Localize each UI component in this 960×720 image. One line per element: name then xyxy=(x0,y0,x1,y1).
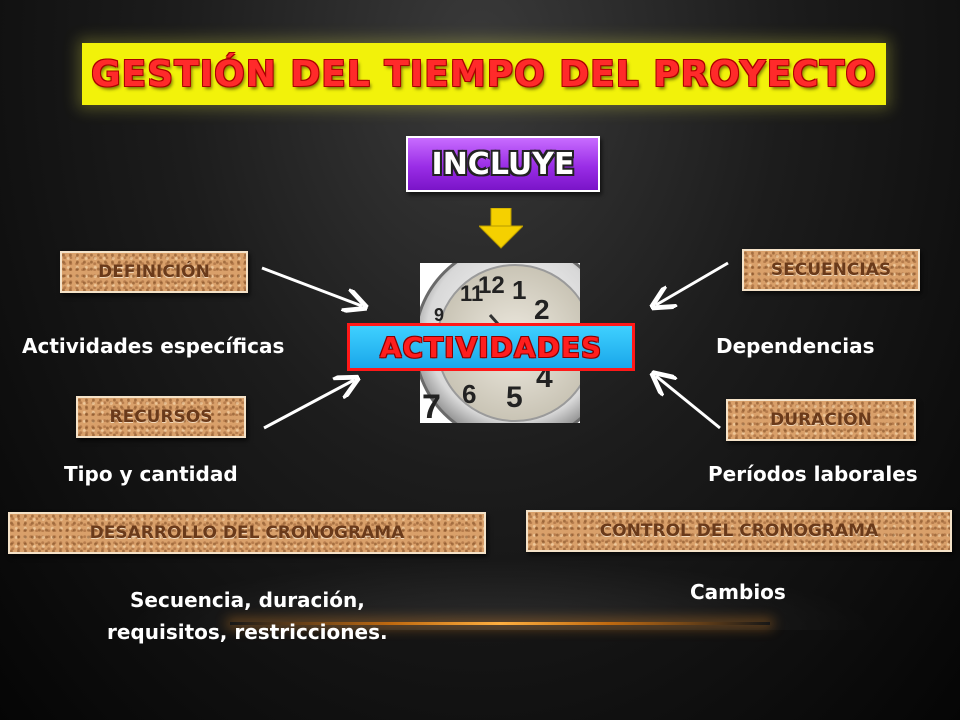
control-label: CONTROL DEL CRONOGRAMA xyxy=(599,521,879,541)
recursos-label: RECURSOS xyxy=(109,407,213,427)
secuencias-description: Dependencias xyxy=(716,334,875,358)
bottom-glow xyxy=(120,560,880,630)
activities-label: ACTIVIDADES xyxy=(379,330,603,364)
secuencias-box: SECUENCIAS xyxy=(742,249,920,291)
duracion-box: DURACIÓN xyxy=(726,399,916,441)
definicion-box: DEFINICIÓN xyxy=(60,251,248,293)
title-banner: GESTIÓN DEL TIEMPO DEL PROYECTO xyxy=(82,43,886,105)
control-description: Cambios xyxy=(690,580,786,604)
desarrollo-description-line1: Secuencia, duración, xyxy=(130,588,365,612)
recursos-box: RECURSOS xyxy=(76,396,246,438)
duracion-label: DURACIÓN xyxy=(770,410,872,430)
duracion-description: Períodos laborales xyxy=(708,462,918,486)
clock-number: 7 xyxy=(422,388,441,423)
clock-number: 6 xyxy=(462,379,476,409)
clock-number: 2 xyxy=(534,294,550,325)
desarrollo-box: DESARROLLO DEL CRONOGRAMA xyxy=(8,512,486,554)
page-title: GESTIÓN DEL TIEMPO DEL PROYECTO xyxy=(91,53,877,95)
arrow-icon xyxy=(656,261,729,305)
secuencias-label: SECUENCIAS xyxy=(770,260,892,280)
arrow-icon xyxy=(656,376,721,430)
clock-number: 1 xyxy=(512,275,526,305)
definicion-description: Actividades específicas xyxy=(22,334,285,358)
incluye-label: INCLUYE xyxy=(431,146,575,182)
arrow-icon xyxy=(261,266,362,306)
clock-number: 12 xyxy=(478,272,505,299)
clock-number: 9 xyxy=(434,305,444,325)
arrow-icon xyxy=(263,380,354,430)
bottom-accent-line xyxy=(230,622,770,625)
incluye-box: INCLUYE xyxy=(406,136,600,192)
down-arrow-icon xyxy=(479,208,523,249)
control-box: CONTROL DEL CRONOGRAMA xyxy=(526,510,952,552)
definicion-label: DEFINICIÓN xyxy=(98,262,210,282)
desarrollo-description-line2: requisitos, restricciones. xyxy=(107,620,388,644)
clock-number: 11 xyxy=(460,281,483,306)
desarrollo-label: DESARROLLO DEL CRONOGRAMA xyxy=(89,523,405,543)
clock-number: 5 xyxy=(506,381,523,414)
activities-box: ACTIVIDADES xyxy=(347,323,635,371)
recursos-description: Tipo y cantidad xyxy=(64,462,238,486)
